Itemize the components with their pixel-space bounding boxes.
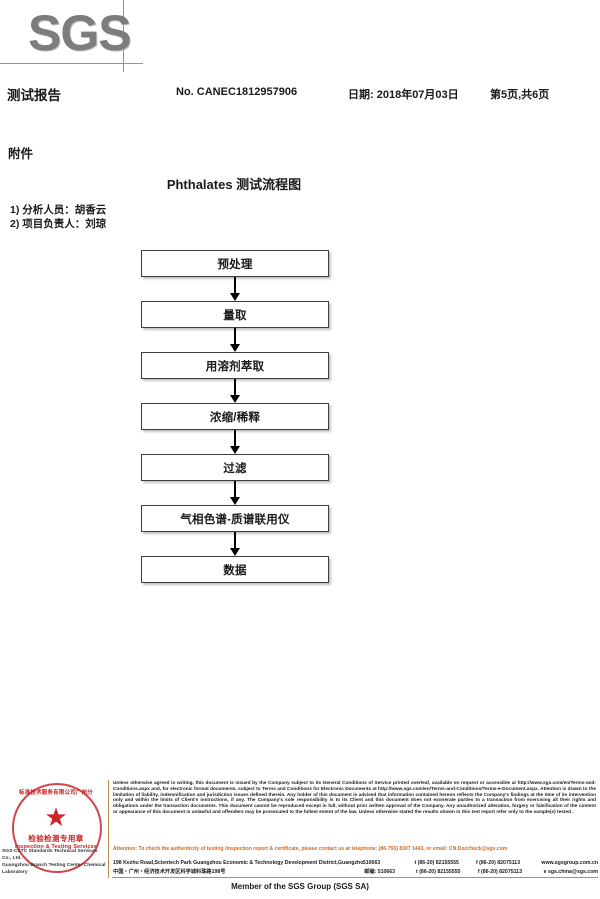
address-zip-en: 510663 (362, 860, 381, 866)
attachment-label: 附件 (8, 147, 34, 161)
flowchart-box-data: 数据 (141, 556, 329, 583)
address-row-chinese: 中国・广州・经济技术开发区科学城科珠路198号 邮编: 510663 t (86… (113, 868, 598, 877)
page-number: 第5页,共6页 (490, 89, 550, 101)
flowchart-box-filtration: 过滤 (141, 454, 329, 481)
address-block: 198 Kezhu Road,Scientech Park Guangzhou … (113, 859, 598, 877)
page-title: 测试报告 (7, 88, 61, 103)
seal-arc-text: 标准技术服务有限公司广州分 (19, 789, 93, 797)
flowchart-box-concentrate-dilute: 浓缩/稀释 (141, 403, 329, 430)
flowchart-box-pretreatment: 预处理 (141, 250, 329, 277)
flow-arrow-icon (141, 430, 329, 454)
page-header: SGS (0, 0, 600, 132)
report-date: 日期: 2018年07月03日 (348, 89, 459, 101)
flowchart: 预处理 量取 用溶剂萃取 浓缩/稀释 过滤 气相色谱-质谱联 (141, 250, 329, 583)
footer-bottom-rule (112, 877, 598, 878)
flow-arrow-icon (141, 328, 329, 352)
attention-notice: Attention: To check the authenticity of … (113, 846, 508, 852)
flowchart-box-solvent-extraction: 用溶剂萃取 (141, 352, 329, 379)
address-row-english: 198 Kezhu Road,Scientech Park Guangzhou … (113, 859, 598, 868)
personnel-list: 1) 分析人员：胡香云 2) 项目负责人：刘琼 (10, 203, 106, 231)
report-number: No. CANEC1812957906 (176, 86, 298, 98)
address-tel-en: t (86-20) 82155555 (414, 860, 459, 866)
address-tel-cn: t (86-20) 82155555 (416, 869, 461, 875)
address-website[interactable]: www.sgsgroup.com.cn (541, 860, 598, 866)
sgs-logo: SGS (28, 5, 132, 61)
flow-arrow-icon (141, 532, 329, 556)
address-email[interactable]: e sgs.china@sgs.com (543, 869, 598, 875)
company-branch-line: Guangzhou Branch Testing Center Chemical… (2, 863, 106, 875)
flowchart-step: 数据 (141, 556, 329, 583)
logo-vertical-rule (123, 0, 124, 72)
flowchart-step: 量取 (141, 301, 329, 328)
flow-arrow-icon (141, 481, 329, 505)
flowchart-step: 气相色谱-质谱联用仪 (141, 505, 329, 532)
list-item: 1) 分析人员：胡香云 (10, 204, 107, 216)
flowchart-box-gcms: 气相色谱-质谱联用仪 (141, 505, 329, 532)
flow-arrow-icon (141, 379, 329, 403)
page-footer: 标准技术服务有限公司广州分 ★ 检验检测专用章 Inspection & Tes… (0, 770, 600, 899)
company-name-block: SGS-CSTC Standards Technical Services Co… (2, 848, 108, 876)
report-header-row: 测试报告 No. CANEC1812957906 日期: 2018年07月03日… (0, 84, 600, 106)
star-icon: ★ (44, 802, 68, 833)
company-name-line: SGS-CSTC Standards Technical Services Co… (2, 849, 98, 861)
logo-horizontal-rule (0, 63, 143, 64)
address-text-en: 198 Kezhu Road,Scientech Park Guangzhou … (113, 860, 363, 866)
address-fax-cn: f (86-20) 82075113 (477, 869, 522, 875)
address-zip-cn: 邮编: 510663 (364, 869, 396, 875)
flow-arrow-icon (141, 277, 329, 301)
flowchart-step: 过滤 (141, 454, 329, 481)
footer-divider (108, 780, 109, 878)
flowchart-title: Phthalates 测试流程图 (166, 177, 302, 192)
member-of-group-line: Member of the SGS Group (SGS SA) (231, 882, 369, 891)
flowchart-step: 预处理 (141, 250, 329, 277)
address-text-cn: 中国・广州・经济技术开发区科学城科珠路198号 (113, 869, 226, 875)
seal-circle-icon (12, 783, 102, 873)
inspection-seal: 标准技术服务有限公司广州分 ★ 检验检测专用章 Inspection & Tes… (8, 779, 104, 875)
flowchart-step: 浓缩/稀释 (141, 403, 329, 430)
seal-chinese-text: 检验检测专用章 (28, 833, 84, 843)
legal-disclaimer-text: Unless otherwise agreed in writing, this… (113, 781, 596, 815)
seal-english-text: Inspection & Testing Services (14, 844, 98, 851)
address-fax-en: f (86-20) 82075113 (475, 860, 521, 866)
flowchart-step: 用溶剂萃取 (141, 352, 329, 379)
flowchart-box-weighing: 量取 (141, 301, 329, 328)
list-item: 2) 项目负责人：刘琼 (10, 218, 107, 230)
